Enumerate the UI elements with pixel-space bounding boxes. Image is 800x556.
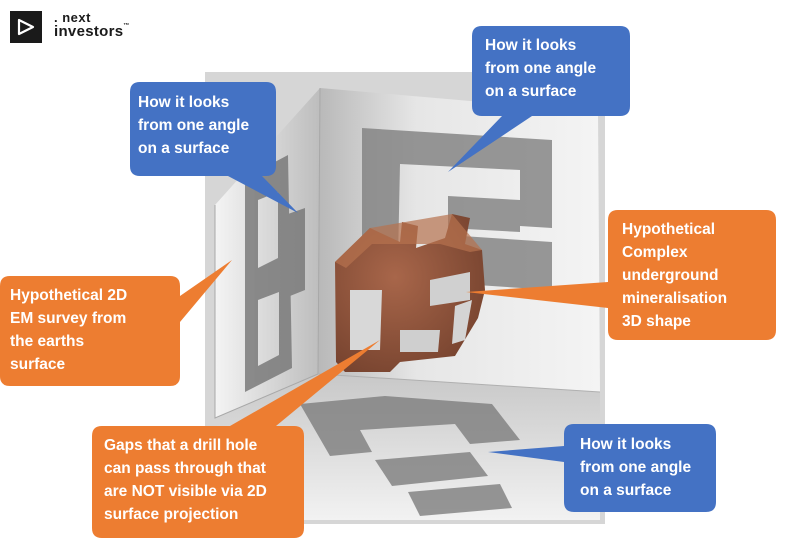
floor-projection [300, 396, 520, 516]
logo-mark [10, 11, 42, 43]
callout-mineralisation-text: Hypothetical Complex underground mineral… [622, 221, 728, 330]
box-edge [214, 87, 321, 419]
callout-mineralisation-bubble [466, 210, 776, 340]
mineralisation-3d-shape [335, 214, 485, 372]
callout-top-left-bubble [130, 82, 298, 213]
callout-top-left-text: How it looks from one angle on a surface [138, 94, 250, 157]
back-wall-projection [362, 128, 552, 290]
left-wall-projection [245, 155, 305, 392]
box-edge-floor [317, 373, 601, 393]
callout-em-survey-bubble [0, 260, 232, 386]
callout-drill-gaps-text: Gaps that a drill hole can pass through … [104, 437, 267, 523]
callout-em-survey-text: Hypothetical 2D EM survey from the earth… [10, 287, 128, 373]
logo-text-next: . next [54, 10, 91, 25]
callout-bottom-right-bubble [488, 424, 716, 512]
callout-drill-gaps-bubble [92, 340, 380, 538]
callout-top-right-text: How it looks from one angle on a surface [485, 37, 597, 100]
logo-text-investors: investors™ [54, 23, 130, 40]
left-wall [215, 88, 320, 418]
next-investors-logo: . next investors™ [10, 10, 160, 44]
callout-bottom-right-text: How it looks from one angle on a surface [580, 436, 692, 499]
play-arrow-icon [17, 18, 35, 36]
callout-top-right-bubble [448, 26, 630, 172]
